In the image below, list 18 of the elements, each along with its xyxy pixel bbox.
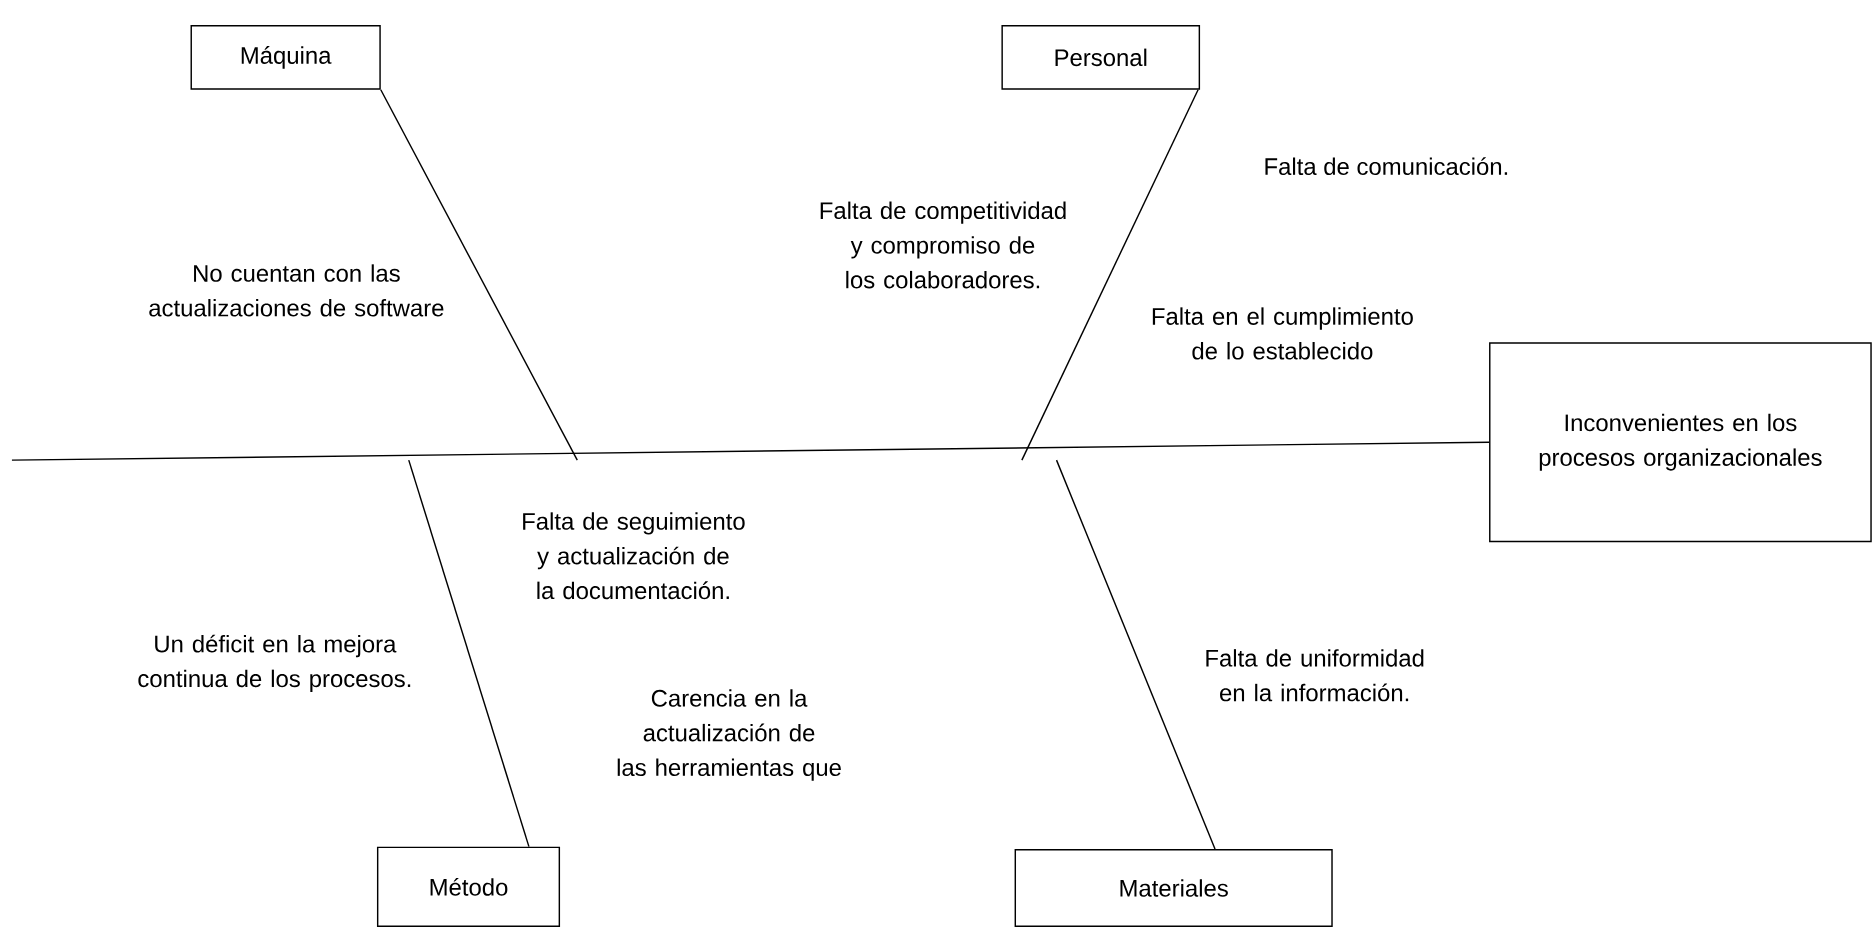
category-box: Personal: [1001, 24, 1201, 90]
cause-text: Un déficit en la mejora continua de los procesos.: [138, 634, 411, 692]
cause-text: No cuentan con las actualizaciones de software: [149, 264, 444, 317]
cause-text: Falta de seguimiento y actualización de la documentación.: [523, 512, 745, 599]
bone-line: [380, 88, 578, 461]
cause-text: Falta de uniformidad en la información.: [1206, 648, 1424, 702]
cause-text: Carencia en la actualización de las herramientas que: [617, 689, 841, 781]
effect-box: Inconvenientes en los procesos organizacionales: [1489, 342, 1872, 542]
bone-line: [1021, 88, 1199, 461]
category-box: Máquina: [190, 24, 381, 90]
spine-line: [11, 441, 1490, 461]
cause-text: Falta en el cumplimiento de lo establecido: [1152, 307, 1413, 360]
cause-text: Falta de competitividad y compromiso de los colaboradores.: [820, 201, 1066, 289]
category-box: Materiales: [1014, 848, 1333, 927]
bone-line: [408, 459, 530, 848]
category-box: Método: [376, 846, 561, 927]
bone-line: [1055, 459, 1216, 850]
cause-text: Falta de comunicación.: [1265, 157, 1508, 175]
